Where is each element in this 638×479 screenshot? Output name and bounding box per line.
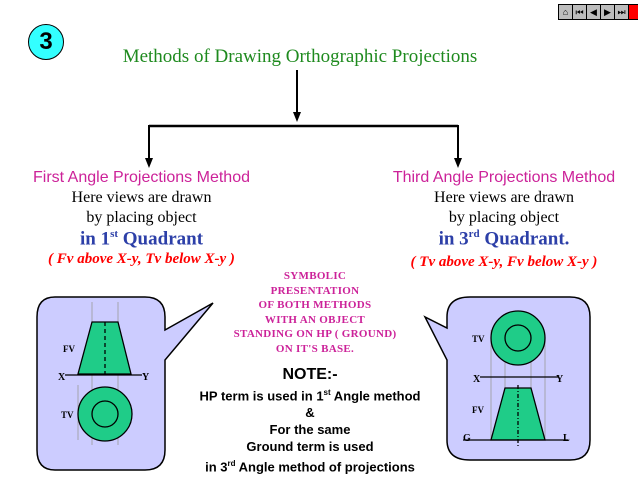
first-angle-heading: First Angle Projections Method <box>33 169 250 186</box>
note-line5: in 3rd Angle method of projections <box>205 459 415 475</box>
l-label: L <box>563 433 570 444</box>
tv-label: TV <box>472 334 485 344</box>
skip-forward-icon: ⏭ <box>617 6 626 17</box>
x-label: X <box>473 374 481 385</box>
third-angle-relation: ( Tv above X-y, Fv below X-y ) <box>410 254 598 271</box>
third-angle-line1: Here views are drawn <box>434 189 574 206</box>
symbolic-caption: SYMBOLIC PRESENTATION OF BOTH METHODS WI… <box>210 269 420 356</box>
first-angle-line2: by placing object <box>86 209 197 226</box>
first-angle-line1: Here views are drawn <box>71 189 212 206</box>
note-line4: Ground term is used <box>246 439 374 455</box>
note-heading: NOTE:- <box>282 366 338 383</box>
symbolic-line: WITH AN OBJECT <box>264 313 366 326</box>
slide-number: 3 <box>39 28 53 55</box>
third-angle-quadrant: in 3rd Quadrant. <box>438 228 570 250</box>
note-line2: & <box>305 405 315 421</box>
tv-label: TV <box>61 410 74 420</box>
symbolic-line: ON IT'S BASE. <box>275 342 355 355</box>
third-angle-heading: Third Angle Projections Method <box>392 169 616 186</box>
first-angle-block: First Angle Projections Method Here view… <box>0 169 283 268</box>
first-angle-relation: ( Fv above X-y, Tv below X-y ) <box>48 251 235 268</box>
third-angle-callout <box>423 296 591 461</box>
arrow-left-icon: ◀ <box>590 6 597 17</box>
third-angle-line2: by placing object <box>448 209 560 226</box>
end-show-button[interactable] <box>629 5 638 19</box>
skip-back-icon: ⏮ <box>575 6 584 17</box>
note-block: NOTE:- HP term is used in 1st Angle meth… <box>160 365 460 476</box>
slide-number-badge: 3 <box>28 24 64 60</box>
slide-navigation: ⌂ ⏮ ◀ ▶ ⏭ <box>558 4 638 20</box>
last-slide-button[interactable]: ⏭ <box>615 5 629 19</box>
symbolic-line: SYMBOLIC <box>283 270 347 282</box>
note-line3: For the same <box>269 422 351 438</box>
fv-label: FV <box>472 405 484 415</box>
fv-label: FV <box>63 344 75 354</box>
home-icon: ⌂ <box>562 6 569 17</box>
third-angle-block: Third Angle Projections Method Here view… <box>370 169 638 271</box>
symbolic-line: STANDING ON HP ( GROUND) <box>233 328 397 340</box>
x-label: X <box>58 372 66 383</box>
slide-title: Methods of Drawing Orthographic Projecti… <box>122 46 478 67</box>
arrow-right-icon: ▶ <box>604 6 611 17</box>
first-slide-button[interactable]: ⏮ <box>573 5 587 19</box>
front-view-shape <box>77 321 132 375</box>
previous-slide-button[interactable]: ◀ <box>587 5 601 19</box>
y-label: Y <box>556 374 564 385</box>
next-slide-button[interactable]: ▶ <box>601 5 615 19</box>
symbolic-line: OF BOTH METHODS <box>258 299 372 311</box>
home-button[interactable]: ⌂ <box>559 5 573 19</box>
symbolic-line: PRESENTATION <box>270 284 360 297</box>
y-label: Y <box>142 372 150 383</box>
first-angle-quadrant: in 1st Quadrant <box>79 228 204 250</box>
g-label: G <box>463 433 471 444</box>
note-line1: HP term is used in 1st Angle method <box>199 388 421 404</box>
